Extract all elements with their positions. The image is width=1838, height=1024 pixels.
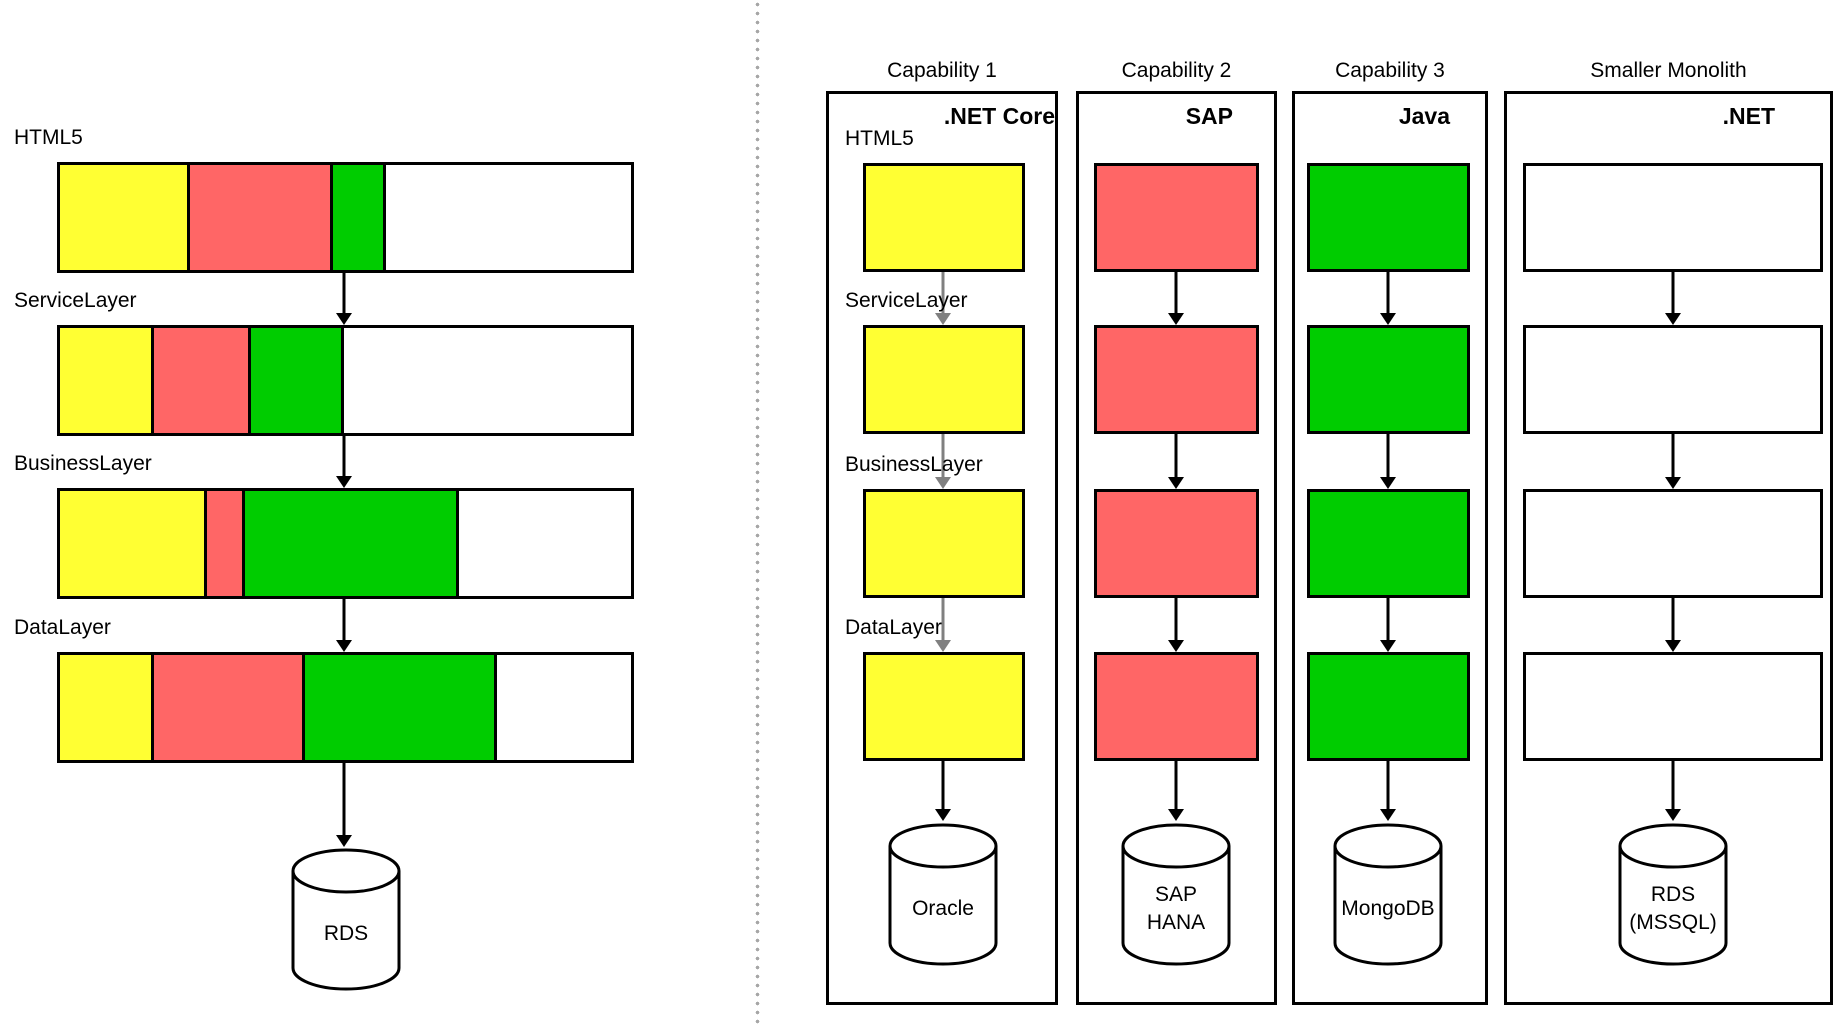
capability-database-cylinder: RDS (MSSQL) (1617, 822, 1729, 968)
bar-segment-green (305, 655, 497, 760)
section-divider-dotted-line (755, 0, 760, 1024)
database-label-line: SAP (1154, 883, 1198, 906)
capability-box-white (1523, 489, 1823, 598)
bar-segment-yellow (60, 655, 154, 760)
bar-segment-red (154, 328, 251, 433)
capability-box-red (1094, 489, 1259, 598)
arrow-stem (342, 273, 346, 314)
arrow-stem (342, 763, 346, 836)
arrow-stem (342, 599, 346, 641)
database-label-line: Oracle (912, 897, 974, 920)
bar-segment-white (497, 655, 631, 760)
bar-segment-yellow (60, 328, 154, 433)
capability-box-red (1094, 652, 1259, 761)
layer-label-html5: HTML5 (14, 126, 83, 149)
column-layer-label-servicelayer: ServiceLayer (845, 289, 968, 312)
layer-bar-businesslayer (57, 488, 634, 599)
capability-box-white (1523, 163, 1823, 272)
column-title-smaller-monolith: Smaller Monolith (1590, 59, 1747, 82)
database-label: Oracle (887, 874, 999, 944)
database-label-line: MongoDB (1341, 897, 1435, 920)
bar-segment-green (245, 491, 459, 596)
bar-segment-white (344, 328, 631, 433)
layer-bar-html5 (57, 162, 634, 273)
column-title-capability-3: Capability 3 (1335, 59, 1445, 82)
layer-flow-arrow (336, 599, 352, 652)
database-label-line: RDS (323, 922, 369, 945)
capability-database-cylinder: Oracle (887, 822, 999, 968)
cylinder-shape-icon (1618, 823, 1728, 966)
capability-box-yellow (863, 489, 1025, 598)
layer-label-datalayer: DataLayer (14, 616, 111, 639)
capability-box-yellow (863, 325, 1025, 434)
database-label: RDS (290, 899, 402, 969)
column-layer-label-datalayer: DataLayer (845, 616, 942, 639)
bar-segment-yellow (60, 165, 190, 270)
arrow-stem (342, 436, 346, 477)
bar-segment-green (333, 165, 386, 270)
tech-label: SAP (1185, 103, 1233, 129)
capability-box-green (1307, 489, 1470, 598)
tech-label: .NET (1722, 103, 1775, 129)
layer-bar-datalayer (57, 652, 634, 763)
capability-box-green (1307, 652, 1470, 761)
database-label: RDS (MSSQL) (1617, 874, 1729, 944)
column-title-capability-2: Capability 2 (1121, 59, 1232, 82)
column-layer-label-businesslayer: BusinessLayer (845, 453, 983, 476)
capability-box-green (1307, 163, 1470, 272)
bar-segment-red (154, 655, 305, 760)
bar-segment-white (459, 491, 631, 596)
arrow-head-icon (336, 476, 352, 488)
bar-segment-red (190, 165, 333, 270)
bar-segment-green (251, 328, 344, 433)
monolith-database-cylinder: RDS (290, 847, 402, 993)
tech-label: .NET Core (943, 103, 1055, 129)
tech-label: Java (1398, 103, 1450, 129)
column-layer-label-html5: HTML5 (845, 127, 914, 150)
capability-box-green (1307, 325, 1470, 434)
database-flow-arrow (336, 763, 352, 847)
capability-database-cylinder: SAP HANA (1120, 822, 1232, 968)
layer-flow-arrow (336, 273, 352, 325)
capability-box-white (1523, 652, 1823, 761)
capability-database-cylinder: MongoDB (1332, 822, 1444, 968)
layer-label-businesslayer: BusinessLayer (14, 452, 152, 475)
database-label-line: (MSSQL) (1629, 911, 1717, 934)
layer-bar-servicelayer (57, 325, 634, 436)
bar-segment-red (207, 491, 245, 596)
cylinder-shape-icon (1121, 823, 1231, 966)
database-label: MongoDB (1332, 874, 1444, 944)
bar-segment-yellow (60, 491, 207, 596)
capability-box-red (1094, 163, 1259, 272)
cylinder-shape-icon (291, 848, 401, 991)
cylinder-shape-icon (1333, 823, 1443, 966)
capability-box-red (1094, 325, 1259, 434)
database-label-line: RDS (1650, 883, 1696, 906)
arrow-head-icon (336, 313, 352, 325)
column-title-capability-1: Capability 1 (887, 59, 997, 82)
cylinder-shape-icon (888, 823, 998, 966)
arrow-head-icon (336, 640, 352, 652)
capability-box-yellow (863, 163, 1025, 272)
bar-segment-white (386, 165, 631, 270)
layer-flow-arrow (336, 436, 352, 488)
capability-box-white (1523, 325, 1823, 434)
capability-box-yellow (863, 652, 1025, 761)
database-label-line: HANA (1146, 911, 1206, 934)
layer-label-servicelayer: ServiceLayer (14, 289, 137, 312)
database-label: SAP HANA (1120, 874, 1232, 944)
arrow-head-icon (336, 835, 352, 847)
